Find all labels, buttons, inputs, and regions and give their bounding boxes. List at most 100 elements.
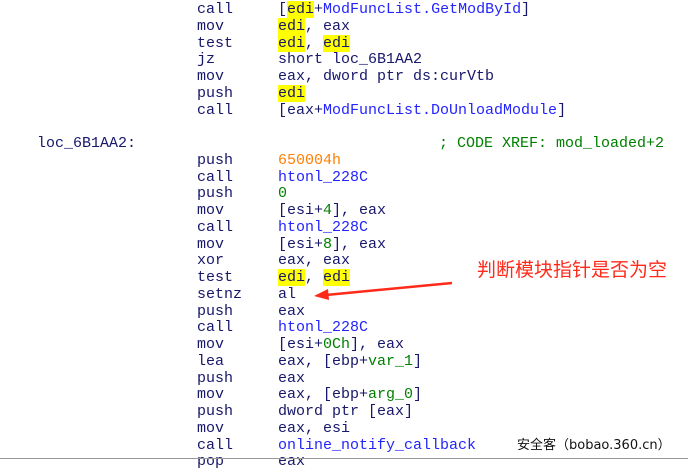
mnemonic: push bbox=[197, 151, 234, 169]
instruction-line: call htonl_228C bbox=[0, 319, 688, 336]
xref-comment: ; CODE XREF: mod_loaded+2 bbox=[439, 135, 665, 152]
mnemonic: mov bbox=[197, 386, 225, 404]
highlighted-register: edi bbox=[278, 17, 306, 35]
operands: eax bbox=[278, 303, 305, 320]
mnemonic: mov bbox=[197, 419, 225, 437]
operands: [esi+4], eax bbox=[278, 202, 386, 219]
symbol-reference[interactable]: htonl_228C bbox=[278, 168, 369, 186]
instruction-line: mov [esi+4], eax bbox=[0, 202, 688, 219]
mnemonic: push bbox=[197, 403, 234, 420]
code-label-line: loc_6B1AA2: ; CODE XREF: mod_loaded+2 bbox=[0, 135, 688, 152]
operand-text: arg_0 bbox=[368, 386, 414, 404]
instruction-line: mov[esi+8], eax bbox=[0, 236, 688, 253]
mnemonic: call bbox=[197, 1, 234, 18]
mnemonic: setnz bbox=[197, 285, 243, 303]
instruction-line: test edi, edi bbox=[0, 34, 688, 52]
operands: 0 bbox=[278, 185, 287, 202]
operands: edi, edi bbox=[278, 34, 351, 52]
operand-text: al bbox=[278, 285, 297, 303]
mnemonic: lea bbox=[197, 352, 225, 370]
instruction-line: push 0 bbox=[0, 185, 688, 202]
instruction-line: call [eax+ModFuncList.DoUnloadModule] bbox=[0, 102, 688, 119]
operand-text: eax, esi bbox=[278, 419, 351, 437]
symbol-reference[interactable]: htonl_228C bbox=[278, 218, 369, 236]
operands: eax, [ebp+arg_0] bbox=[278, 386, 422, 403]
highlighted-register: edi bbox=[287, 1, 315, 18]
operand-text: eax bbox=[278, 302, 306, 320]
symbol-reference[interactable]: ModFuncList.GetModById bbox=[323, 1, 522, 18]
highlighted-register: edi bbox=[278, 84, 306, 102]
operand-text: eax, dword ptr ds:curVtb bbox=[278, 68, 495, 85]
instruction-line: push eax bbox=[0, 370, 688, 387]
operands: online_notify_callback bbox=[278, 437, 476, 454]
operand-text: + bbox=[314, 1, 324, 18]
operand-text: [esi+ bbox=[278, 202, 324, 219]
instruction-line: mov eax, dword ptr ds:curVtb bbox=[0, 68, 688, 85]
operand-text: [ bbox=[278, 1, 288, 18]
symbol-reference[interactable]: htonl_228C bbox=[278, 319, 369, 337]
operand-text: ] bbox=[413, 352, 423, 370]
operands: al bbox=[278, 286, 296, 303]
instruction-line: push dword ptr [eax] bbox=[0, 403, 688, 420]
instruction-line: push 650004h bbox=[0, 152, 688, 169]
operands: edi, edi bbox=[278, 269, 351, 286]
operand-text: 0Ch bbox=[323, 336, 351, 353]
operands: edi bbox=[278, 84, 306, 102]
watermark: 安全客（bobao.360.cn） bbox=[517, 438, 671, 453]
mnemonic: test bbox=[197, 269, 234, 286]
mnemonic: mov bbox=[197, 68, 225, 85]
operand-text: var_1 bbox=[368, 352, 414, 370]
mnemonic: call bbox=[197, 101, 234, 119]
highlighted-register: edi bbox=[278, 34, 306, 52]
mnemonic: call bbox=[197, 319, 234, 337]
mnemonic: push bbox=[197, 185, 234, 203]
instruction-line: mov eax, [ebp+arg_0] bbox=[0, 386, 688, 403]
operands: [edi+ModFuncList.GetModById] bbox=[278, 1, 530, 18]
instruction-line: test edi, edi bbox=[0, 269, 688, 286]
operand-text: 0 bbox=[278, 185, 288, 203]
instruction-line: mov eax, esi bbox=[0, 420, 688, 437]
instruction-line: call htonl_228C bbox=[0, 219, 688, 236]
mnemonic: mov bbox=[197, 17, 225, 35]
operands: htonl_228C bbox=[278, 169, 368, 186]
operands: eax, esi bbox=[278, 420, 350, 437]
mnemonic: call bbox=[197, 218, 234, 236]
operands: eax, dword ptr ds:curVtb bbox=[278, 68, 494, 85]
instruction-line: jz short loc_6B1AA2 bbox=[0, 51, 688, 68]
operand-text: 4 bbox=[323, 202, 333, 219]
operands: eax, [ebp+var_1] bbox=[278, 353, 422, 370]
operand-text: , bbox=[305, 34, 324, 52]
instruction-line: mov[esi+0Ch], eax bbox=[0, 336, 688, 353]
highlighted-register: edi bbox=[323, 269, 351, 286]
operand-text: ], eax bbox=[350, 336, 405, 353]
operands: eax, eax bbox=[278, 252, 350, 269]
operand-text: 650004h bbox=[278, 151, 342, 169]
symbol-reference[interactable]: ModFuncList.DoUnloadModule bbox=[323, 101, 558, 119]
annotation-text: 判断模块指针是否为空 bbox=[477, 259, 668, 281]
instruction-line: mov edi, eax bbox=[0, 17, 688, 35]
operands: short loc_6B1AA2 bbox=[278, 51, 422, 68]
operands: edi, eax bbox=[278, 17, 350, 35]
operand-text: eax bbox=[278, 369, 306, 387]
symbol-reference[interactable]: online_notify_callback bbox=[278, 436, 477, 454]
operands: eax bbox=[278, 370, 305, 387]
operand-text: ], eax bbox=[332, 235, 387, 253]
operand-text: dword ptr [eax] bbox=[278, 403, 414, 420]
operand-text: [eax+ bbox=[278, 101, 324, 119]
code-label[interactable]: loc_6B1AA2: bbox=[37, 135, 137, 152]
operand-text: ] bbox=[557, 101, 567, 119]
operand-text: 8 bbox=[323, 235, 333, 253]
mnemonic: jz bbox=[197, 51, 216, 69]
operand-text: , bbox=[305, 269, 324, 286]
mnemonic: test bbox=[197, 34, 234, 52]
operands: [eax+ModFuncList.DoUnloadModule] bbox=[278, 102, 566, 119]
instruction-line: call [edi+ModFuncList.GetModById] bbox=[0, 1, 688, 18]
operands: [esi+8], eax bbox=[278, 236, 386, 253]
operand-text: [esi+ bbox=[278, 235, 324, 253]
mnemonic: push bbox=[197, 369, 234, 387]
mnemonic: mov bbox=[197, 202, 225, 219]
operand-text: ], eax bbox=[332, 202, 387, 219]
operand-text: [esi+ bbox=[278, 336, 324, 353]
